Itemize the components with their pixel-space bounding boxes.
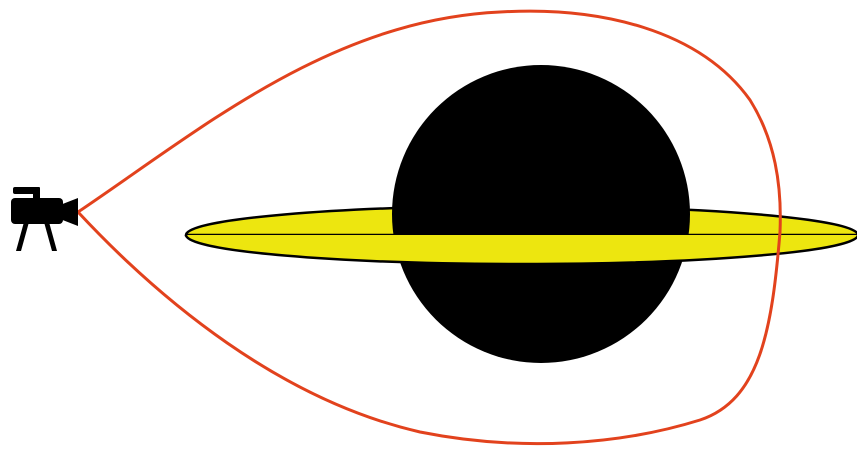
black-hole xyxy=(392,65,690,363)
camera-leg-left xyxy=(16,222,29,251)
camera-leg-right xyxy=(44,222,57,251)
camera-icon xyxy=(11,187,78,251)
accretion-disk-front xyxy=(186,235,857,264)
camera-body xyxy=(11,198,63,224)
